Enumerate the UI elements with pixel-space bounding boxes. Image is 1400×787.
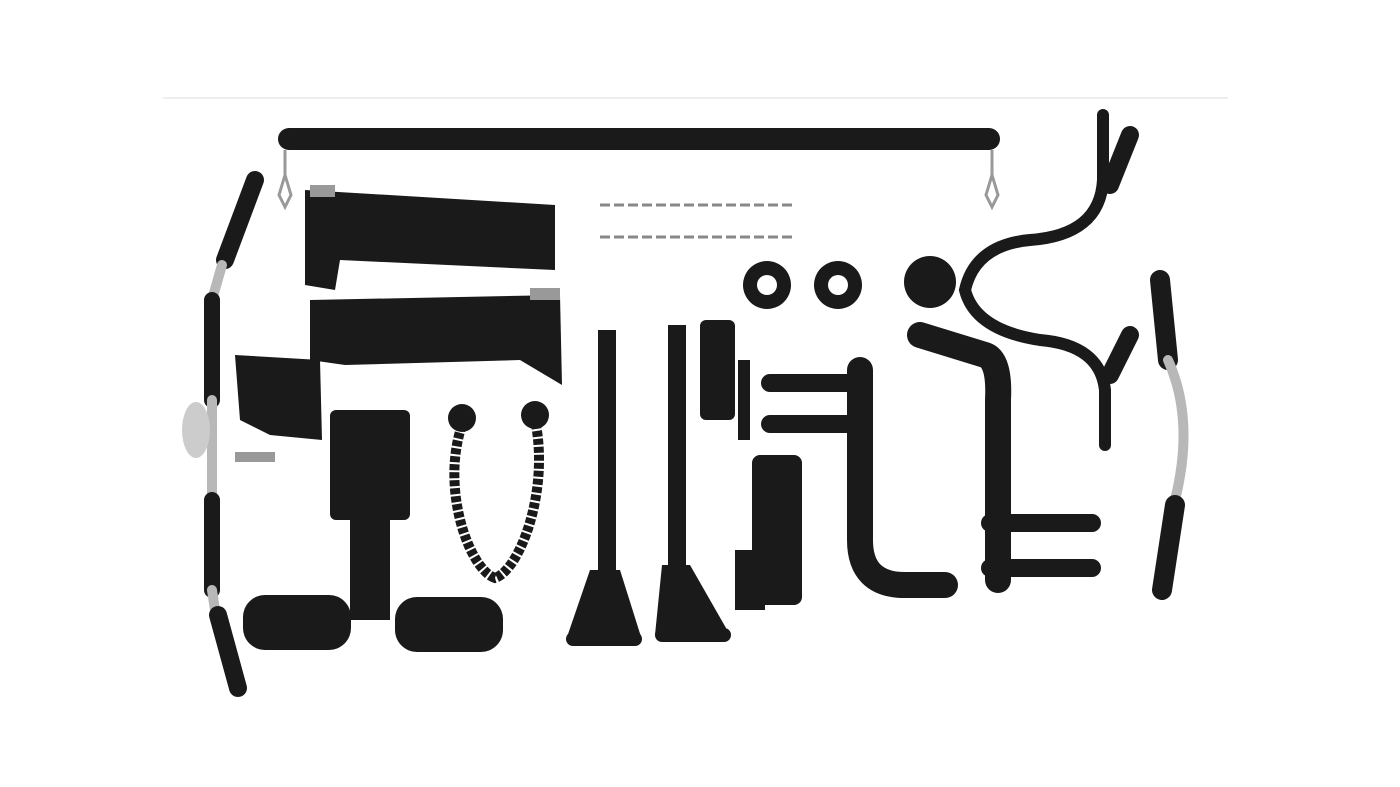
tricep-rope-icon <box>448 401 549 584</box>
strap-handle-icon <box>566 325 731 646</box>
lat-pulldown-bar-icon <box>182 171 264 697</box>
chain-icon <box>600 203 795 239</box>
landmine-icon <box>700 320 802 610</box>
collar-clamp-icon <box>743 261 862 309</box>
dip-bar-icon <box>761 256 1101 598</box>
v-bar-icon <box>958 109 1139 451</box>
leg-roller-icon <box>243 410 503 652</box>
tricep-bar-icon <box>1150 270 1189 600</box>
pull-up-bar-icon <box>277 128 1000 211</box>
j-hook-icon <box>235 185 562 462</box>
